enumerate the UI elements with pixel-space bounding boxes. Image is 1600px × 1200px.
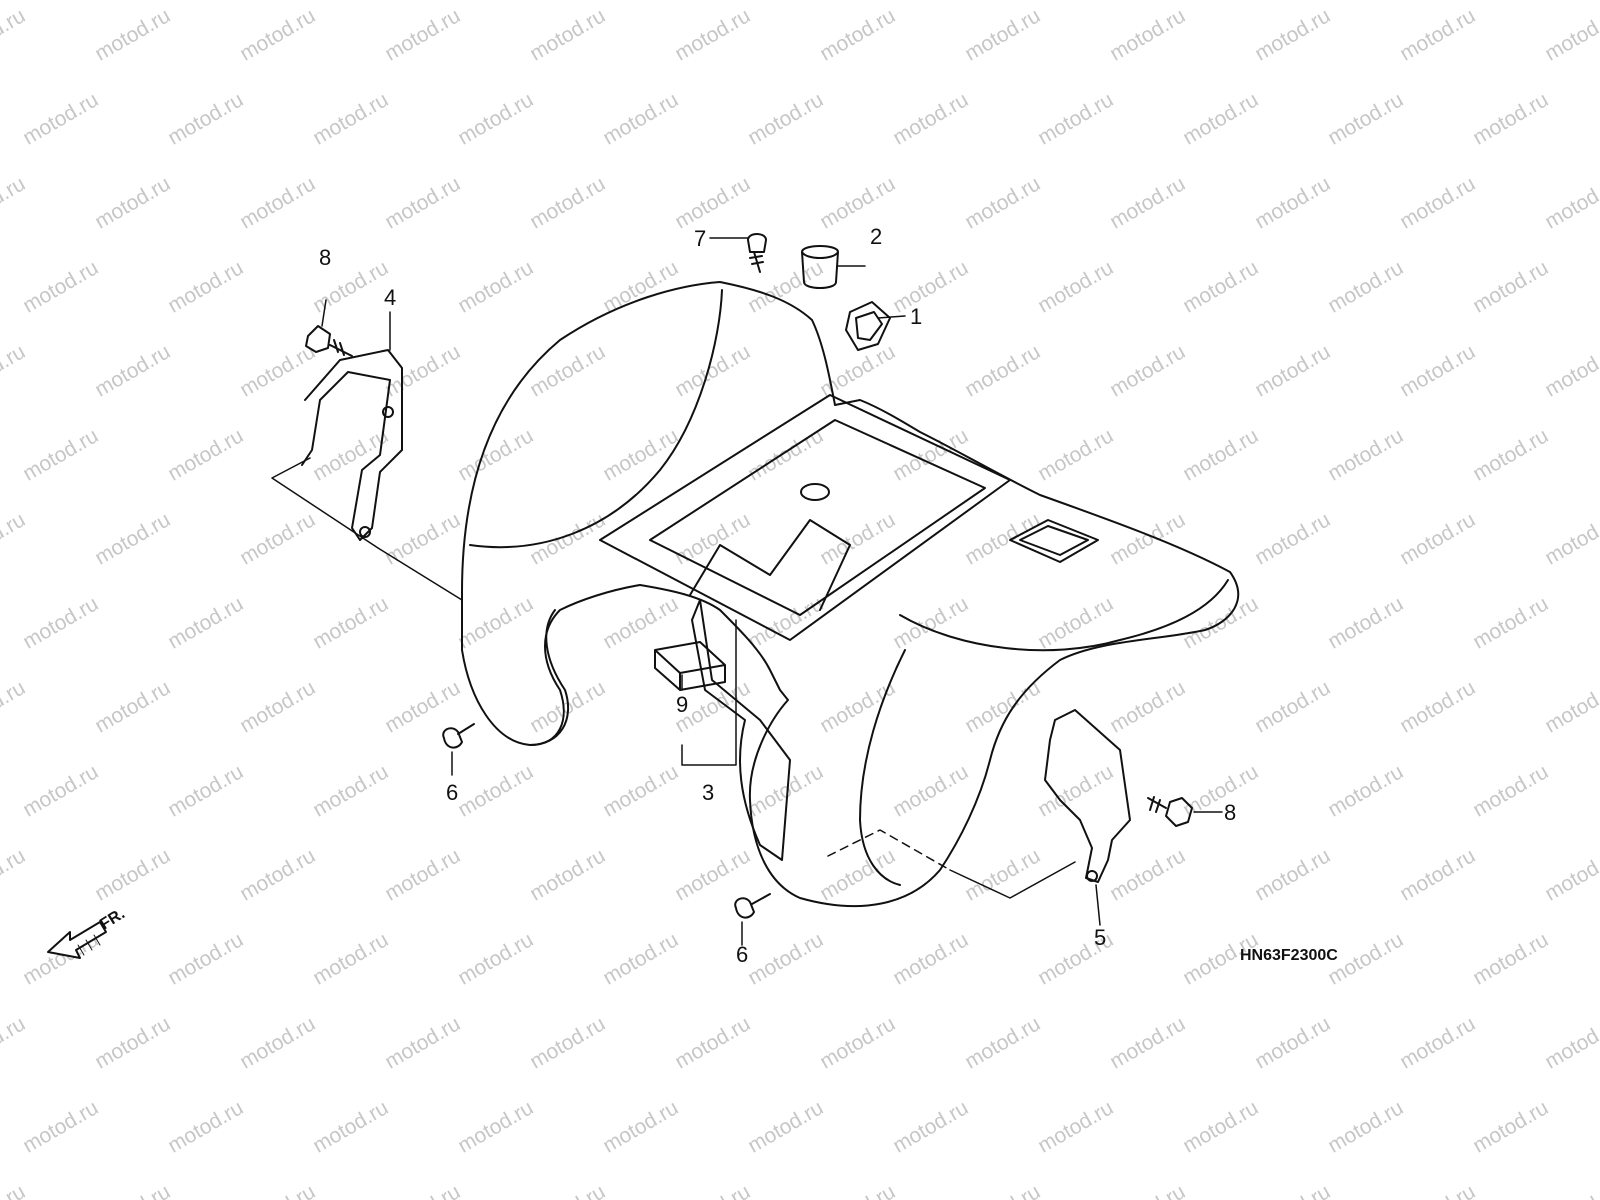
leader-5 bbox=[1095, 884, 1101, 926]
rear-fender-outline bbox=[461, 281, 1240, 908]
leader-8-left bbox=[321, 299, 327, 327]
callout-1: 1 bbox=[910, 304, 922, 329]
storage-box-rim bbox=[599, 394, 1011, 641]
front-direction-arrow-hatch bbox=[77, 934, 101, 956]
callout-3: 3 bbox=[702, 780, 714, 805]
left-bracket-top-hole bbox=[382, 406, 394, 418]
bolt-part-8-right bbox=[1147, 796, 1193, 827]
left-grab-bracket bbox=[301, 349, 403, 541]
callout-6-bottom: 6 bbox=[736, 942, 748, 967]
callout-4: 4 bbox=[384, 285, 396, 310]
storage-box-wall bbox=[689, 519, 851, 611]
clip-part bbox=[845, 301, 891, 351]
callout-8-left: 8 bbox=[319, 245, 331, 270]
fender-inner-sweep-left bbox=[469, 289, 723, 549]
inner-mudguard-panel bbox=[691, 599, 791, 861]
bolt-part-7 bbox=[747, 233, 767, 273]
leader-3 bbox=[681, 619, 737, 766]
fender-inner-sweep-right bbox=[899, 579, 1229, 652]
left-bracket-mount-hole bbox=[359, 526, 371, 538]
assembly-line-right-dashed bbox=[827, 829, 951, 871]
callout-9: 9 bbox=[676, 692, 688, 717]
sponge-block bbox=[654, 641, 726, 691]
leader-1 bbox=[877, 315, 906, 319]
callout-7: 7 bbox=[694, 226, 706, 251]
storage-box-drain-hole bbox=[800, 483, 830, 501]
callout-5: 5 bbox=[1094, 925, 1106, 950]
screw-part-6-left bbox=[442, 723, 475, 749]
nut-part bbox=[801, 245, 839, 289]
fender-wheel-arch-right bbox=[859, 649, 906, 886]
storage-box-inner bbox=[649, 419, 986, 616]
fender-wheel-arch-left bbox=[529, 609, 570, 746]
bolt-part-8-left bbox=[305, 325, 353, 357]
front-direction-arrow-icon bbox=[47, 921, 107, 959]
assembly-line-right bbox=[949, 861, 1076, 899]
fender-vent-panel-inner bbox=[1019, 525, 1089, 556]
diagram-code: HN63F2300C bbox=[1240, 947, 1338, 964]
callout-2: 2 bbox=[870, 224, 882, 249]
fender-vent-panel bbox=[1009, 519, 1099, 563]
callout-8-right: 8 bbox=[1224, 800, 1236, 825]
right-bracket-mount-hole bbox=[1086, 870, 1098, 882]
callout-6-left: 6 bbox=[446, 780, 458, 805]
screw-part-6-bottom bbox=[734, 893, 771, 919]
assembly-line-left bbox=[271, 457, 463, 601]
right-grab-bracket bbox=[1044, 709, 1131, 883]
